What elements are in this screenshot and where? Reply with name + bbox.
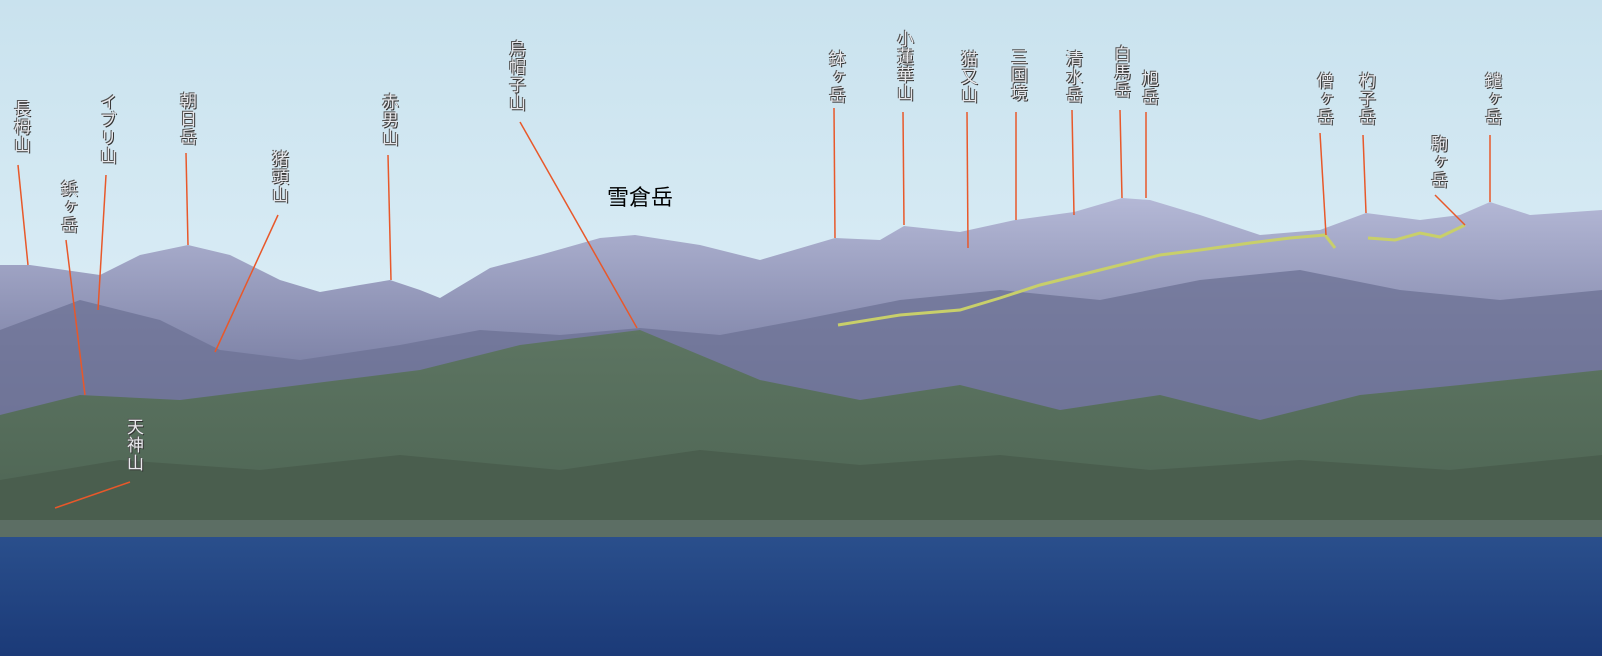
peak-label: 猪頭山 — [268, 150, 288, 204]
near-hills — [0, 450, 1602, 540]
peak-label: 烏帽子山 — [505, 40, 525, 112]
leader-lines — [17, 107, 1491, 509]
trail-route — [837, 233, 1337, 327]
peak-label: 朝日岳 — [176, 92, 196, 146]
leader-line — [1319, 132, 1327, 236]
peak-label: イブリ山 — [96, 93, 116, 165]
peak-label: 長栂山 — [10, 100, 30, 154]
peak-label: 赤男山 — [378, 93, 398, 147]
leader-line — [833, 107, 836, 239]
leader-line — [387, 154, 392, 281]
title-peak-label: 雪倉岳 — [607, 186, 674, 211]
leader-line — [902, 111, 905, 226]
shoreline — [0, 520, 1602, 538]
leader-line — [97, 174, 107, 311]
leader-line — [966, 111, 969, 249]
peak-label: 駒ヶ岳 — [1427, 135, 1447, 189]
peak-label: 鋲ヶ岳 — [57, 180, 77, 234]
leader-line — [65, 239, 86, 396]
trail-route-2 — [1367, 223, 1466, 242]
peak-label: 白馬岳 — [1110, 45, 1130, 99]
leader-line — [17, 164, 29, 266]
leader-line — [519, 121, 638, 329]
lake — [0, 537, 1602, 656]
leader-line — [1119, 109, 1123, 199]
leader-line — [54, 481, 131, 509]
peak-label: 僧ヶ岳 — [1313, 72, 1333, 126]
leader-line — [214, 214, 279, 353]
peak-label: 清水岳 — [1062, 50, 1082, 104]
peak-label: 天神山 — [123, 418, 143, 472]
peak-label: 小蓮華山 — [893, 30, 913, 102]
leader-line — [1071, 109, 1075, 216]
peak-label: 鑓ヶ岳 — [1481, 72, 1501, 126]
peak-label: 旭岳 — [1138, 70, 1158, 106]
peak-label: 鉢ヶ岳 — [825, 50, 845, 104]
leader-line — [185, 152, 189, 246]
peak-label: 杓子岳 — [1355, 72, 1375, 126]
leader-line — [1434, 194, 1466, 226]
peak-label: 猫又山 — [957, 50, 977, 104]
leader-line — [1362, 134, 1367, 214]
peak-label: 三国境 — [1007, 48, 1027, 102]
